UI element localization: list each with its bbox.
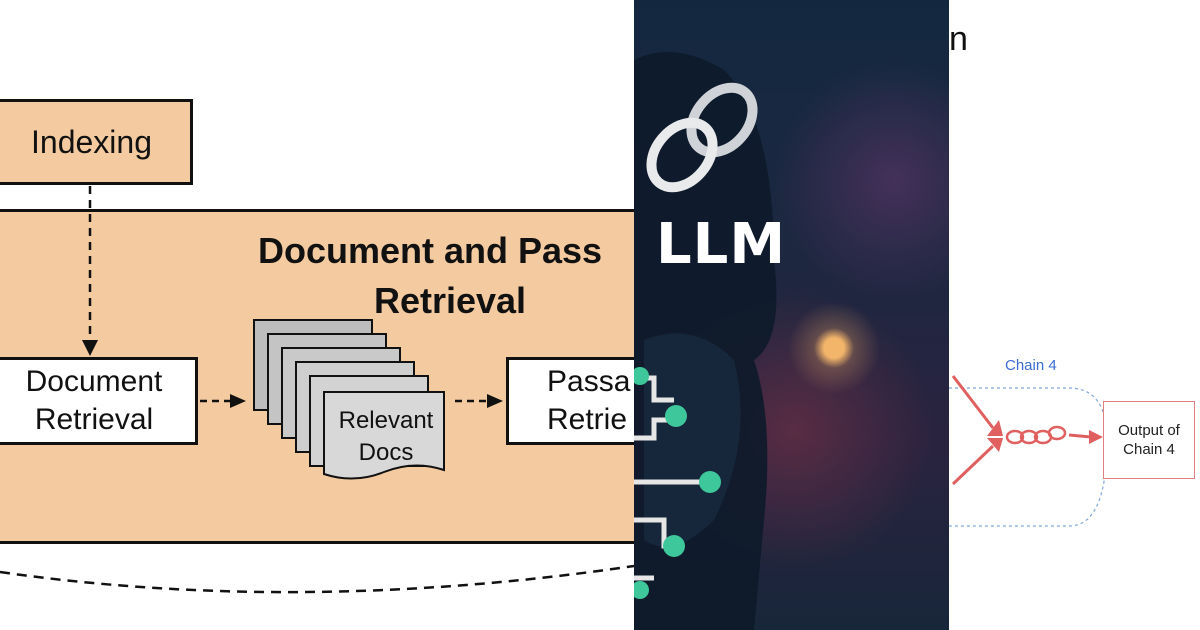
document-retrieval-line2: Retrieval [34,403,154,436]
relevant-docs-line1: Relevant [339,407,434,434]
retrieval-to-docs-arrowhead [230,394,246,408]
document-retrieval-line1: Document [25,365,163,398]
chain-container-outline [949,387,1108,527]
indexing-arrowhead [82,340,98,356]
outgoing-arrow [1068,433,1092,439]
frame-title: Document and Pass Retrieval [220,226,634,326]
relevant-docs-line2: Docs [359,439,414,466]
chain-link-icon [646,82,758,193]
outgoing-arrowhead [1089,430,1103,444]
chain-connectors [949,375,1108,527]
incoming-arrowhead-bottom [987,438,1003,452]
frame-title-line2: Retrieval [373,280,527,321]
document-retrieval-box: Document Retrieval [0,357,198,445]
feedback-dashed-curve [0,564,634,594]
llm-hero-image: LLM [634,0,949,630]
figure-shoulder [644,333,741,547]
incoming-arrowhead-top [987,420,1003,436]
docs-to-passage-arrowhead [487,394,503,408]
incoming-arrow-top [951,375,995,429]
chain-link-icon [1005,425,1067,445]
passage-retrieval-line2: Retrie [547,403,628,436]
llm-title: LLM [656,212,787,277]
output-box: Output of Chain 4 [1103,401,1195,479]
hero-illustration [634,52,777,630]
pipeline-connectors: Relevant Docs [0,186,634,594]
indexing-label: Indexing [31,123,152,160]
cropped-heading-glyph: n [949,20,968,58]
chain-diagram: n Chain 4 Output of Chain 4 [949,0,1200,630]
frame-title-line1: Document and Pass [257,230,603,271]
output-line2: Chain 4 [1123,441,1175,458]
passage-retrieval-box: Passa Retrie [506,357,634,445]
circuit-nodes [634,367,721,599]
relevant-docs-stack [253,319,445,480]
chain-4-label: Chain 4 [1005,357,1057,374]
indexing-box: Indexing [0,99,193,185]
output-line1: Output of [1118,422,1180,439]
passage-retrieval-line1: Passa [547,365,631,398]
incoming-arrow-bottom [951,444,995,486]
retrieval-pipeline-diagram: Document and Pass Retrieval Indexing Doc… [0,99,634,594]
